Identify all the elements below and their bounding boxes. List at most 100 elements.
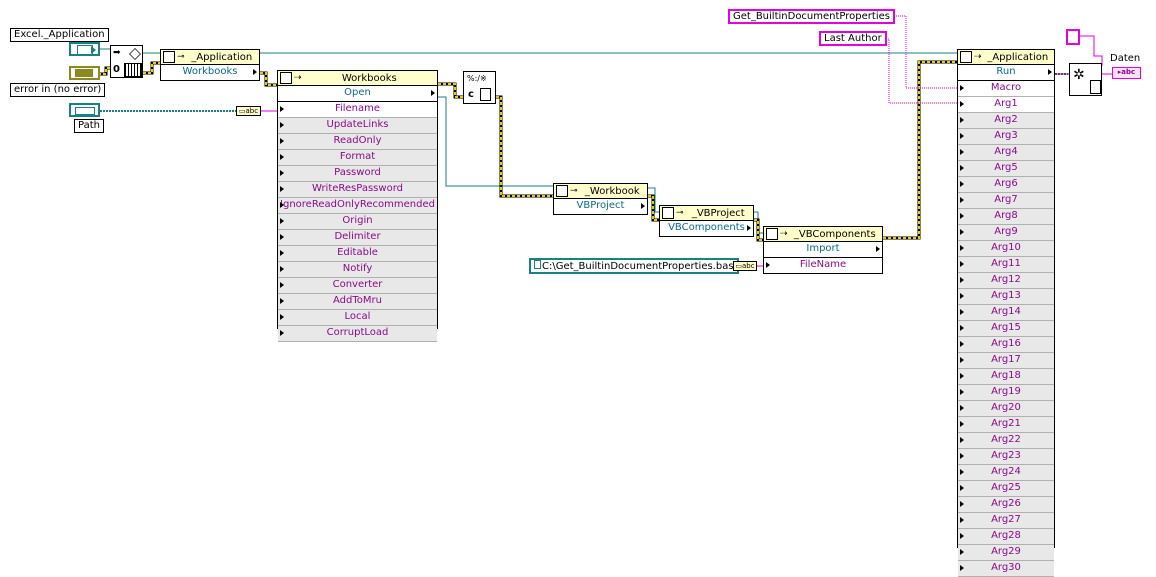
param-corruptload[interactable]: CorruptLoad	[278, 326, 437, 342]
param-password[interactable]: Password	[278, 166, 437, 182]
param-readonly[interactable]: ReadOnly	[278, 134, 437, 150]
bas-path-text: C:\Get_BuiltinDocumentProperties.bas	[542, 261, 734, 272]
input-arrow-icon	[960, 373, 964, 379]
param-arg29[interactable]: Arg29	[958, 545, 1054, 561]
excel-app-control[interactable]	[69, 42, 100, 56]
output-arrow-icon	[91, 46, 96, 54]
param-macro[interactable]: Macro	[958, 81, 1054, 97]
param-origin[interactable]: Origin	[278, 214, 437, 230]
workbook-property-node[interactable]: ⊸_Workbook VBProject	[553, 183, 648, 215]
param-ignorereadonlyrecommended[interactable]: IgnoreReadOnlyRecommended	[278, 198, 437, 214]
param-arg16[interactable]: Arg16	[958, 337, 1054, 353]
input-arrow-icon	[280, 314, 284, 320]
param-updatelinks[interactable]: UpdateLinks	[278, 118, 437, 134]
param-addtomru[interactable]: AddToMru	[278, 294, 437, 310]
node-title: _VBProject	[691, 207, 745, 219]
method-open[interactable]: Open	[278, 86, 437, 102]
param-arg12[interactable]: Arg12	[958, 273, 1054, 289]
bas-path-constant[interactable]: C:\Get_BuiltinDocumentProperties.bas	[529, 258, 739, 274]
error-in-control[interactable]	[69, 66, 100, 80]
param-filename[interactable]: FileName	[764, 258, 882, 273]
input-arrow-icon	[960, 85, 964, 91]
property-vbproject[interactable]: VBProject	[554, 199, 647, 214]
daten-label: Daten	[1110, 53, 1141, 64]
input-arrow-icon	[280, 186, 284, 192]
param-editable[interactable]: Editable	[278, 246, 437, 262]
input-arrow-icon	[280, 250, 284, 256]
input-arrow-icon	[280, 266, 284, 272]
input-arrow-icon	[280, 218, 284, 224]
param-arg11[interactable]: Arg11	[958, 257, 1054, 273]
param-arg27[interactable]: Arg27	[958, 513, 1054, 529]
param-arg8[interactable]: Arg8	[958, 209, 1054, 225]
param-arg2[interactable]: Arg2	[958, 113, 1054, 129]
param-arg13[interactable]: Arg13	[958, 289, 1054, 305]
param-arg28[interactable]: Arg28	[958, 529, 1054, 545]
param-arg17[interactable]: Arg17	[958, 353, 1054, 369]
path-to-string-icon[interactable]: ▭abc	[236, 106, 261, 116]
input-arrow-icon	[960, 501, 964, 507]
param-arg21[interactable]: Arg21	[958, 417, 1054, 433]
param-arg10[interactable]: Arg10	[958, 241, 1054, 257]
param-arg20[interactable]: Arg20	[958, 401, 1054, 417]
param-converter[interactable]: Converter	[278, 278, 437, 294]
open-automation-icon[interactable]: ➡ 0	[110, 45, 143, 78]
input-arrow-icon	[960, 213, 964, 219]
method-run[interactable]: Run	[958, 65, 1054, 81]
variant-to-data-string-icon[interactable]: ✲	[1069, 63, 1102, 96]
macro-name-constant[interactable]: Get_BuiltinDocumentProperties	[728, 9, 895, 24]
ref-wire-vbproj-to-vbcomp	[645, 187, 660, 213]
param-arg22[interactable]: Arg22	[958, 433, 1054, 449]
param-local[interactable]: Local	[278, 310, 437, 326]
param-arg5[interactable]: Arg5	[958, 161, 1054, 177]
zero-glyph: 0	[113, 64, 120, 75]
input-arrow-icon	[960, 469, 964, 475]
method-import[interactable]: Import	[764, 242, 882, 258]
vbproject-property-node[interactable]: ⊸_VBProject VBComponents	[659, 205, 754, 237]
param-arg14[interactable]: Arg14	[958, 305, 1054, 321]
param-arg19[interactable]: Arg19	[958, 385, 1054, 401]
key-icon: ⊸	[570, 186, 578, 196]
path-control[interactable]	[69, 103, 100, 117]
param-arg25[interactable]: Arg25	[958, 481, 1054, 497]
param-filename[interactable]: Filename	[278, 102, 437, 118]
param-notify[interactable]: Notify	[278, 262, 437, 278]
param-arg9[interactable]: Arg9	[958, 225, 1054, 241]
last-author-constant[interactable]: Last Author	[819, 31, 887, 46]
param-arg6[interactable]: Arg6	[958, 177, 1054, 193]
path-to-string-icon[interactable]: ▭abc	[733, 261, 757, 271]
param-writerespassword[interactable]: WriteResPassword	[278, 182, 437, 198]
doc-icon	[163, 51, 175, 63]
grid-icon	[124, 63, 142, 77]
param-arg3[interactable]: Arg3	[958, 129, 1054, 145]
variant-to-data-icon[interactable]: %:/※ c	[463, 71, 496, 104]
param-arg30[interactable]: Arg30	[958, 561, 1054, 577]
property-vbcomponents[interactable]: VBComponents	[660, 221, 753, 236]
property-workbooks[interactable]: Workbooks	[161, 65, 259, 80]
param-format[interactable]: Format	[278, 150, 437, 166]
param-arg1[interactable]: Arg1	[958, 97, 1054, 113]
param-arg4[interactable]: Arg4	[958, 145, 1054, 161]
param-arg26[interactable]: Arg26	[958, 497, 1054, 513]
string-constant-empty[interactable]	[1066, 29, 1080, 45]
param-arg18[interactable]: Arg18	[958, 369, 1054, 385]
vbcomponents-invoke-node[interactable]: ⇢_VBComponents Import FileName	[763, 226, 883, 274]
param-arg24[interactable]: Arg24	[958, 465, 1054, 481]
param-arg7[interactable]: Arg7	[958, 193, 1054, 209]
param-delimiter[interactable]: Delimiter	[278, 230, 437, 246]
string-wire-const	[1080, 35, 1103, 66]
input-arrow-icon	[960, 117, 964, 123]
input-arrow-icon	[960, 309, 964, 315]
param-arg23[interactable]: Arg23	[958, 449, 1054, 465]
error-wire-5	[496, 95, 553, 198]
param-arg15[interactable]: Arg15	[958, 321, 1054, 337]
input-arrow-icon	[960, 133, 964, 139]
application-property-node[interactable]: ⊸_Application Workbooks	[160, 49, 260, 81]
input-arrow-icon	[280, 138, 284, 144]
node-title: _VBComponents	[793, 228, 876, 240]
error-wire-6	[648, 195, 660, 221]
doc-icon	[1090, 80, 1101, 94]
path-icon	[75, 107, 95, 115]
